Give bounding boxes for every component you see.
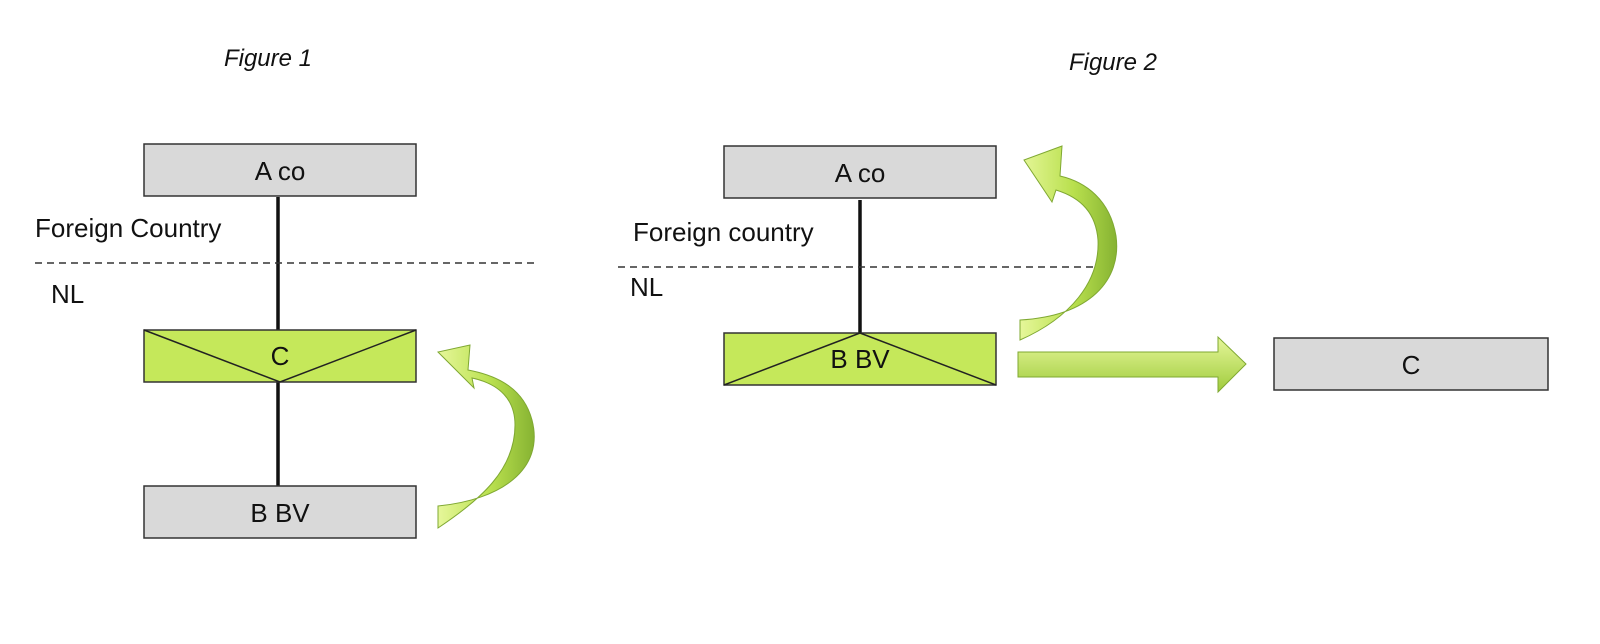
entity-label: B BV	[250, 498, 310, 528]
entity-label: C	[271, 341, 290, 371]
figure-1-title: Figure 1	[224, 45, 312, 72]
entity-box-b-bv: B BV	[143, 485, 417, 539]
curved-arrow-icon	[1019, 145, 1118, 341]
figure-2: Figure 2 Foreign country NL A co B BV C	[618, 49, 1549, 394]
entity-label: A co	[835, 158, 886, 188]
entity-box-b-bv-transparent: B BV	[723, 332, 997, 386]
right-arrow-icon	[1017, 335, 1247, 394]
curved-arrow-icon	[436, 344, 535, 529]
nl-label: NL	[51, 279, 84, 309]
entity-box-c-transparent: C	[143, 329, 417, 383]
figure-1: Figure 1 Foreign Country NL A co C B BV	[35, 45, 535, 539]
foreign-country-label: Foreign country	[633, 217, 814, 247]
entity-label: B BV	[830, 344, 890, 374]
entity-box-a-co: A co	[723, 145, 997, 199]
nl-label: NL	[630, 272, 663, 302]
entity-box-a-co: A co	[143, 143, 417, 197]
foreign-country-label: Foreign Country	[35, 213, 221, 243]
entity-label: C	[1402, 350, 1421, 380]
figure-2-title: Figure 2	[1069, 49, 1157, 76]
entity-label: A co	[255, 156, 306, 186]
entity-box-c: C	[1273, 337, 1549, 391]
